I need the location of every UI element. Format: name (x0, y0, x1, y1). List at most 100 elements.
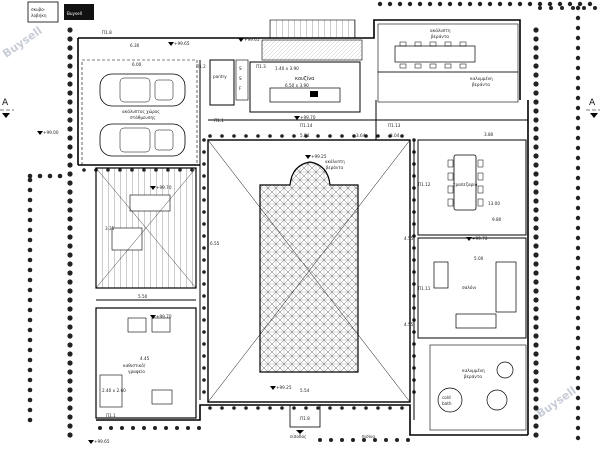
level-mark-6: +99.70 (150, 185, 172, 190)
hedge-bush (533, 99, 539, 105)
hedge-bush (517, 1, 523, 7)
hedge-bush (202, 198, 206, 202)
watermark-right: Buysell (534, 384, 578, 420)
hedge-bush (27, 247, 33, 253)
hedge-bush (533, 306, 539, 312)
chair (447, 172, 454, 181)
hedge-bush (533, 207, 539, 213)
hedge-bush (175, 426, 179, 430)
hedge-bush (575, 295, 581, 301)
hedge-bush (232, 406, 236, 410)
hedge-bush (364, 134, 368, 138)
hedge-bush (427, 1, 433, 7)
svg-text:1.40 x 3.90: 1.40 x 3.90 (275, 66, 299, 71)
hedge-bush (533, 243, 539, 249)
hedge-bush (27, 317, 33, 323)
hedge-bush (186, 426, 190, 430)
hedge-bush (280, 406, 284, 410)
dim-7: 5.54 (300, 388, 310, 393)
hedge-bush (220, 134, 224, 138)
hedge-bush (67, 108, 73, 114)
hedge-bush (131, 426, 135, 430)
hedge-bush (142, 426, 146, 430)
hedge-bush (256, 134, 260, 138)
hedge-bush (549, 6, 553, 10)
hedge-bush (575, 255, 581, 261)
hedge-boundary (27, 1, 597, 442)
hedge-bush (109, 426, 113, 430)
hedge-bush (27, 367, 33, 373)
hedge-bush (377, 1, 383, 7)
hedge-bush (27, 227, 33, 233)
hedge-bush (575, 95, 581, 101)
hedge-bush (575, 365, 581, 371)
hedge-bush (457, 1, 463, 7)
hedge-bush (67, 396, 73, 402)
hedge-bush (27, 187, 33, 193)
hedge-bush (487, 1, 493, 7)
dim-2: 6.00 (132, 62, 142, 67)
hedge-bush (533, 171, 539, 177)
hedge-bush (27, 267, 33, 273)
hedge-bush (202, 342, 206, 346)
dining-room: τραπεζαρία (417, 139, 527, 236)
chair (459, 63, 467, 69)
hedge-bush (318, 438, 322, 442)
hedge-bush (575, 55, 581, 61)
hedge-bush (256, 406, 260, 410)
level-mark-9: +99.25 (270, 385, 292, 390)
hedge-bush (27, 407, 33, 413)
level-mark-10: +99.65 (88, 439, 110, 444)
svg-text:A: A (2, 98, 9, 108)
hedge-bush (362, 438, 366, 442)
hedge-bush (575, 265, 581, 271)
hedge-bush (304, 134, 308, 138)
dim-8: 5.50 (138, 294, 148, 299)
svg-text:2.40 x 2.60: 2.40 x 2.60 (102, 388, 126, 393)
hedge-bush (220, 406, 224, 410)
hedge-bush (533, 342, 539, 348)
level-mark-4: +99.00 (37, 130, 59, 135)
hedge-bush (67, 90, 73, 96)
hedge-bush (575, 425, 581, 431)
hedge-bush (575, 75, 581, 81)
hedge-bush (577, 1, 583, 7)
level-mark-7: +99.70 (150, 314, 172, 319)
watermark-logo-box (64, 4, 94, 20)
hedge-bush (232, 134, 236, 138)
dim-11: 4.45 (140, 356, 150, 361)
hedge-bush (533, 279, 539, 285)
kitchen-block: pantry S S F κουζίνα 6.50 x 3.90 1.40 x … (209, 39, 363, 113)
hedge-bush (27, 173, 33, 179)
svg-text:+99.65: +99.65 (244, 37, 260, 42)
chair (477, 198, 484, 207)
hedge-bush (575, 235, 581, 241)
level-mark-1: +99.65 (168, 41, 190, 46)
hedge-bush (538, 6, 542, 10)
svg-text:ακάλυπτος χώρος: ακάλυπτος χώρος (122, 109, 160, 114)
hedge-bush (27, 377, 33, 383)
hedge-bush (571, 6, 575, 10)
hedge-bush (575, 415, 581, 421)
hedge-bush (533, 288, 539, 294)
wall-tag-4: Π1.11 (418, 286, 431, 291)
hedge-bush (575, 5, 581, 11)
hedge-bush (575, 355, 581, 361)
hedge-bush (27, 237, 33, 243)
hedge-bush (202, 306, 206, 310)
hedge-bush (395, 438, 399, 442)
hedge-bush (67, 72, 73, 78)
hedge-bush (533, 225, 539, 231)
dim-4: 5.54 (300, 133, 310, 138)
hedge-bush (67, 162, 73, 168)
hedge-bush (533, 117, 539, 123)
hedge-bush (202, 258, 206, 262)
hedge-bush (575, 155, 581, 161)
hedge-bush (340, 406, 344, 410)
svg-text:Buysell: Buysell (67, 11, 82, 16)
hedge-bush (120, 426, 124, 430)
hedge-bush (388, 406, 392, 410)
hedge-bush (27, 257, 33, 263)
hedge-bush (364, 406, 368, 410)
veranda-bottom-right: καλυμμένη βεράντα cold bath (429, 344, 527, 431)
